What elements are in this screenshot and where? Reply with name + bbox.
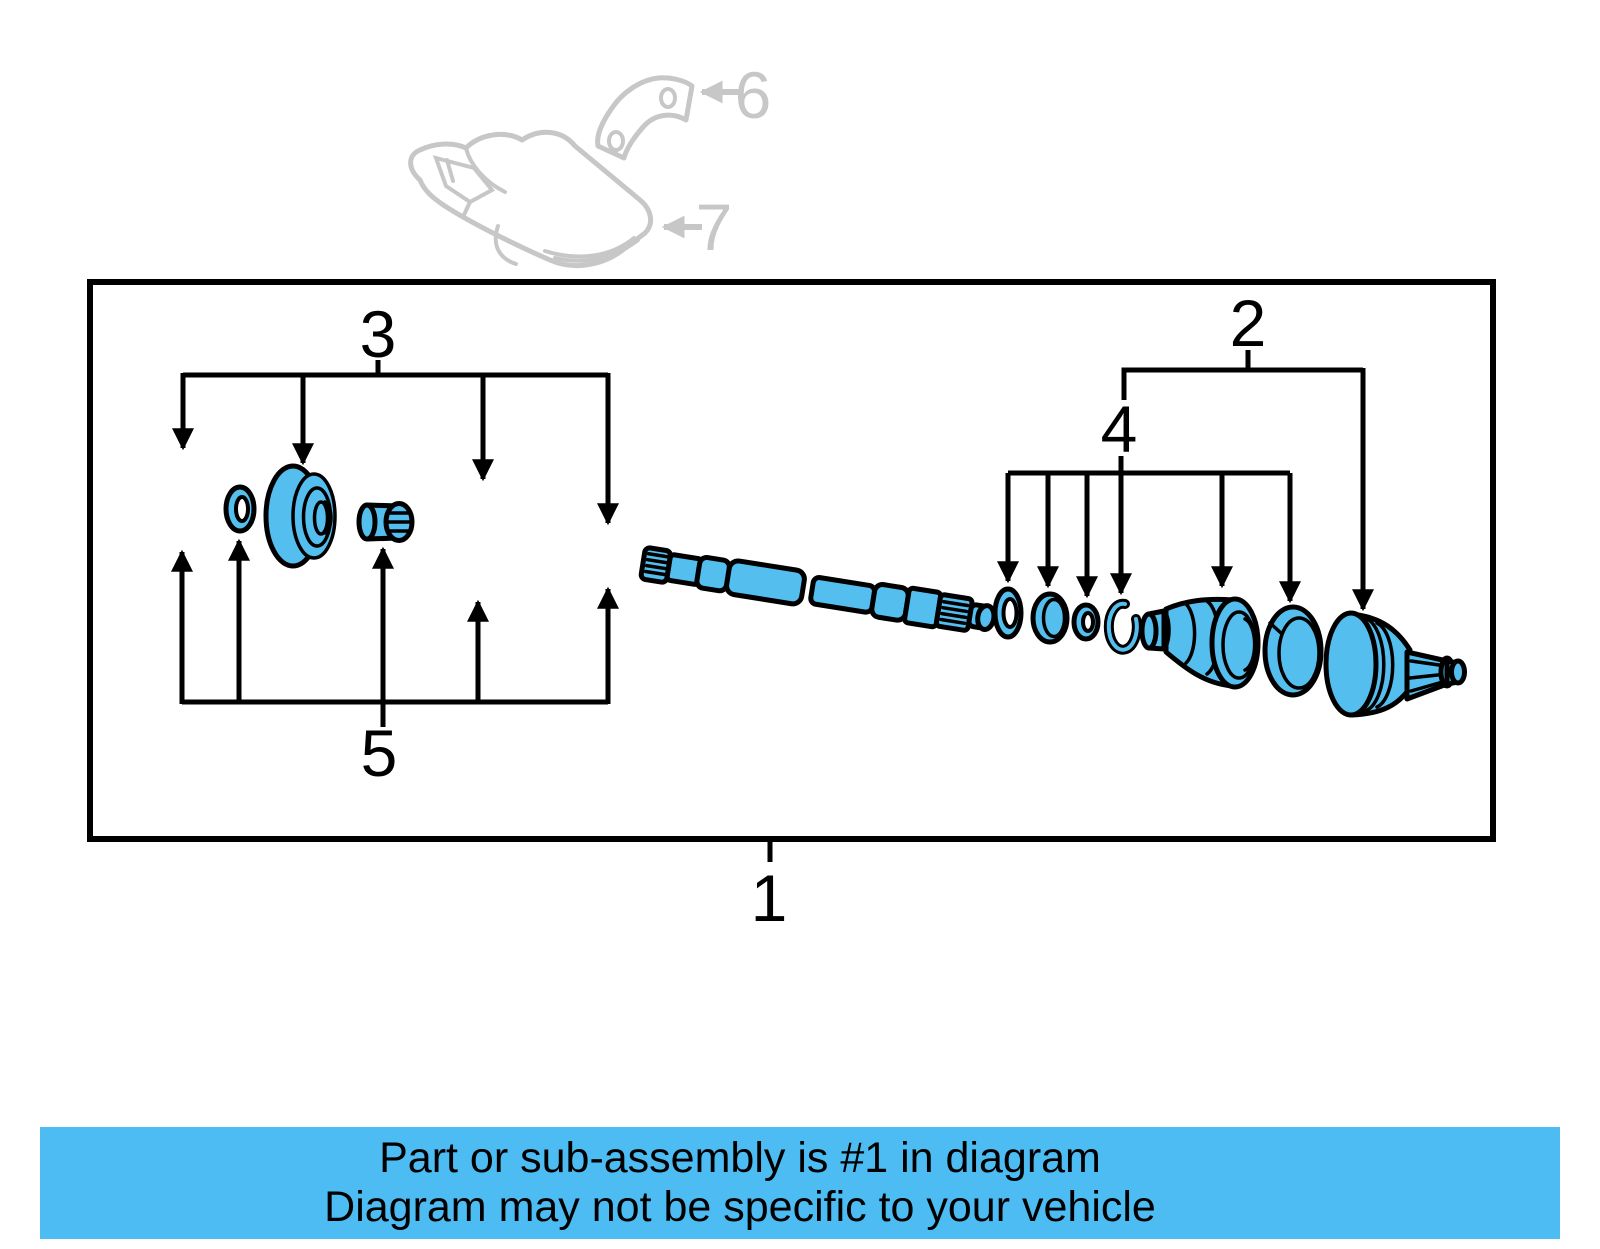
callout-6: 6 <box>699 58 772 132</box>
part-spider-cylinder <box>356 501 415 543</box>
callout-4: 4 <box>996 392 1302 604</box>
part-ring-b <box>1071 602 1101 642</box>
caption-line-2: Diagram may not be specific to your vehi… <box>324 1183 1156 1231</box>
caption-band: Part or sub-assembly is #1 in diagram Di… <box>40 1127 1560 1239</box>
part-ring-a <box>992 586 1024 640</box>
callout-7-label: 7 <box>696 190 733 264</box>
callout-5: 5 <box>170 538 620 790</box>
callout-2: 2 <box>1121 286 1375 612</box>
callout-1: 1 <box>751 841 788 935</box>
callout-7: 7 <box>661 190 733 264</box>
callout-2-label: 2 <box>1230 286 1267 360</box>
callout-3-label: 3 <box>360 297 397 371</box>
part-washer <box>1030 591 1070 645</box>
callout-3: 3 <box>171 297 620 526</box>
callout-6-label: 6 <box>735 58 772 132</box>
part-outer-cv-joint <box>1323 610 1467 718</box>
callout-5-label: 5 <box>361 716 398 790</box>
axle-shaft-front-half <box>638 545 807 607</box>
part-tripot-housing <box>263 463 337 569</box>
callout-5-bracket <box>182 699 608 727</box>
part-6-bracket-drawing <box>595 75 695 161</box>
part-snap-ring <box>1103 598 1142 655</box>
part-boot-cap <box>1262 604 1324 698</box>
callout-1-label: 1 <box>751 861 788 935</box>
part-7-heat-shield-drawing <box>408 129 654 268</box>
axle-shaft-rear-half <box>808 575 997 633</box>
part-seal-ring <box>223 484 257 534</box>
callout-2-bracket <box>1121 350 1363 400</box>
callout-3-bracket <box>183 360 608 378</box>
callout-4-label: 4 <box>1101 392 1138 466</box>
part-cv-boot <box>1139 596 1261 690</box>
assembly-outline-box <box>87 279 1496 842</box>
caption-line-1: Part or sub-assembly is #1 in diagram <box>379 1134 1101 1182</box>
